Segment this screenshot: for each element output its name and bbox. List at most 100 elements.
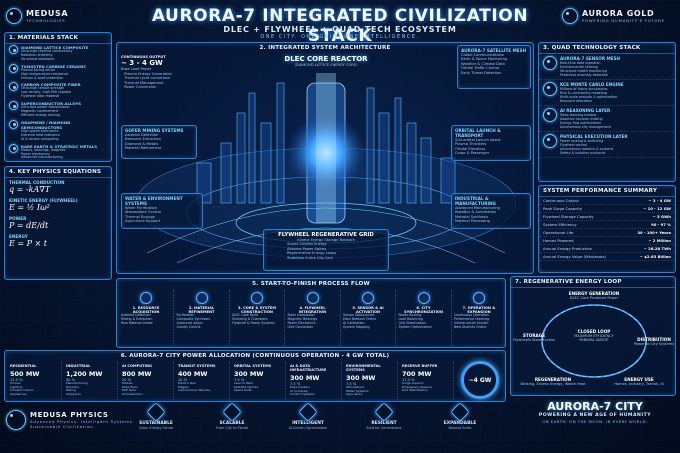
allocation-line: Space Ports — [234, 388, 252, 392]
info-line: Early Threat Detection — [461, 70, 502, 75]
pillar-sub: Built for Generations — [366, 426, 402, 430]
loop-use-label: ENERGY USE — [624, 377, 654, 382]
process-step-line: System Optimization — [398, 324, 432, 329]
loop-use-sub: Homes, Industry, Transit, AI — [614, 382, 664, 386]
performance-value: 30 - 100+ Years — [637, 230, 671, 235]
quad-name: KCE MONTE CARLO ENGINE — [560, 82, 624, 87]
performance-label: Peak Surge Capacity — [543, 206, 583, 211]
process-step-line: Power Routing — [398, 313, 422, 317]
material-line: High speed electronics — [21, 128, 59, 133]
info-line: Orbital Traffic Control — [461, 66, 500, 71]
equation-name: POWER — [9, 216, 27, 221]
continuous-output-label: CONTINUOUS OUTPUT — [121, 55, 166, 59]
performance-row: Flywheel Storage Capacity~ 5 GWh — [539, 213, 675, 221]
info-line: Stabilizes Entire City Grid — [287, 255, 333, 260]
quad-icon — [543, 108, 557, 122]
allocation-line: Water Systems — [346, 388, 369, 393]
info-line: Agriculture Support — [125, 219, 161, 224]
brand-right-logo: AURORA GOLD POWERING HUMANITY'S FUTURE — [562, 8, 665, 24]
quad-title: 3. QUAD TECHNOLOGY STACK — [539, 43, 675, 54]
quad-line: Deep learning models — [560, 113, 597, 117]
allocation-line: Maglev — [178, 384, 189, 389]
quad-icon — [543, 82, 557, 96]
quad-line: Adaptive decision making — [560, 117, 603, 121]
mining-title: GOFER MINING SYSTEMS — [125, 128, 184, 133]
satellite-title: AURORA-7 SATELLITE MESH — [461, 48, 527, 53]
process-step-line: Composite Synthesis — [176, 316, 210, 321]
allocation-value: 500 MW — [10, 370, 40, 378]
loop-storage-sub: Flywheels Store Excess — [513, 338, 555, 342]
material-line: High temperature resistance — [21, 71, 69, 76]
info-line: Thermal Ecology — [125, 214, 155, 219]
info-line: Water Purification — [125, 206, 157, 210]
quad-line: Millions of future simulations — [560, 87, 608, 91]
page-subtitle: DLEC + FLYWHEEL + QUAD TECH ECOSYSTEM — [223, 25, 457, 34]
allocation-value: 400 MW — [178, 370, 208, 378]
loop-use: ENERGY USE Homes, Industry, Transit, AI — [603, 377, 675, 386]
quad-line: Real-time data ingestion — [560, 61, 601, 65]
info-line: Atmosphere Control — [125, 210, 161, 215]
performance-label: Annual Energy Value (Wholesale) — [543, 254, 607, 259]
process-step-icon — [140, 292, 152, 304]
material-icon — [9, 143, 18, 153]
quad-line: Autonomous robotics & systems — [560, 147, 614, 151]
allocation-line: Emergency Reserve — [402, 384, 432, 389]
allocation-percent: 7.5 % — [290, 382, 301, 386]
brand-left-logo: MEDUSA TECHNOLOGIES — [6, 8, 68, 24]
allocation-percent: 20 % — [122, 378, 132, 382]
quad-line: Safety & isolation protocols — [560, 151, 606, 155]
continuous-output-box: CONTINUOUS OUTPUT ~ 3 - 4 GW Base Load P… — [121, 55, 195, 89]
allocation-line: Surge Support — [402, 381, 424, 385]
process-step-line: Load Balancing — [398, 316, 423, 321]
city-tag: ON EARTH. ON THE MOON. IN EVERY WORLD. — [542, 419, 648, 424]
pillar-name: SCALABLE — [219, 421, 245, 426]
process-step-line: New Districts Online — [454, 324, 487, 329]
quad-line: Energy flow optimization — [560, 121, 601, 125]
info-line: Advanced Manufacturing — [455, 206, 500, 210]
equation-formula: P = dE/dt — [9, 221, 49, 230]
material-line: Radiation shielding — [21, 52, 53, 57]
brand-left-sub: TECHNOLOGIES — [26, 18, 66, 23]
allocation-percent: 30 % — [66, 378, 76, 382]
brand-right-sub: POWERING HUMANITY'S FUTURE — [582, 18, 665, 23]
quad-line: Risk & uncertainty modeling — [560, 91, 607, 95]
loop-distribution-sub: Power to City Systems — [633, 342, 675, 346]
info-line: Robotics & Automation — [455, 210, 497, 215]
loop-regeneration: REGENERATION Braking, Excess Energy, Was… — [515, 377, 591, 386]
footer-brand: MEDUSA PHYSICS Advanced Physics. Intelli… — [6, 410, 135, 430]
performance-panel: SYSTEM PERFORMANCE SUMMARY Continuous Ou… — [538, 185, 676, 273]
performance-row: Peak Surge Capacity~ 10 - 12 GW — [539, 205, 675, 213]
process-step-line: Rotor Installation — [287, 313, 315, 317]
material-line: Advanced manufacturing — [21, 155, 63, 160]
flywheel-box: FLYWHEEL REGENERATIVE GRID Kinetic Energ… — [263, 229, 389, 271]
pillar-icon — [374, 402, 394, 422]
equation-item: KINETIC ENERGY (FLYWHEEL)E = ½ Iω² — [5, 196, 111, 214]
performance-value: ~ 3 - 4 GW — [648, 198, 671, 203]
quad-icon — [543, 134, 557, 148]
